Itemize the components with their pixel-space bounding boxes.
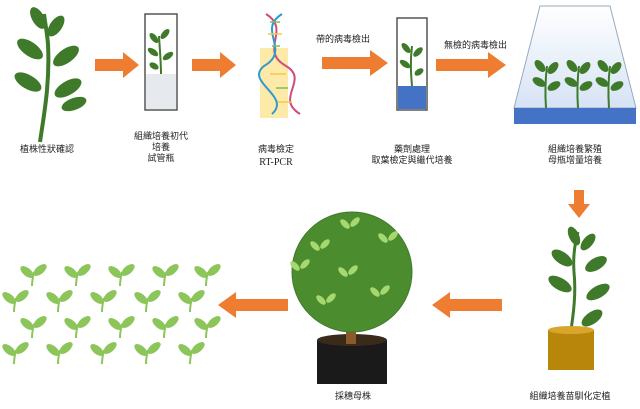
seedling-icon (46, 290, 73, 313)
arrow-right-icon (322, 50, 388, 76)
arrow-down-icon (568, 190, 590, 218)
arrow-no-virus-label: 無檢的病毒檢出 (444, 41, 508, 51)
seedling-icon (2, 290, 29, 313)
seedling-icon (108, 316, 135, 339)
seedling-icon (2, 342, 29, 365)
seedling-icon (134, 342, 161, 365)
step-multiplication-label: 組織培養繁殖 母瓶增量培養 (547, 145, 602, 166)
mother-tree-icon (290, 211, 413, 384)
seedling-icon (20, 316, 47, 339)
seedling-icon (90, 342, 117, 365)
seedling-icon (64, 264, 91, 287)
seedling-icon (20, 264, 47, 287)
test-tube-icon (144, 13, 178, 111)
potted-plantlet-icon (548, 226, 610, 370)
arrow-right-icon (95, 52, 139, 78)
seedling-icon (46, 342, 73, 365)
plant-icon (14, 7, 87, 143)
seedlings-field-icon (2, 264, 221, 365)
dna-icon (258, 13, 301, 118)
seedling-icon (108, 264, 135, 287)
step-plant-confirm-label: 植株性狀確認 (19, 145, 74, 155)
step-virus-test-method: RT-PCR (259, 157, 293, 168)
treated-tube-icon (396, 17, 428, 111)
step-mother-plant-label: 採穗母株 (334, 392, 371, 402)
arrow-right-icon (192, 52, 236, 78)
step-virus-test-label: 病毒檢定 (257, 145, 294, 155)
seedling-icon (194, 264, 221, 287)
arrow-virus-detected-label: 帶的病毒檢出 (316, 35, 371, 45)
seedling-icon (90, 290, 117, 313)
seedling-icon (134, 290, 161, 313)
seedling-icon (152, 316, 179, 339)
step-initial-culture-label: 組織培養初代 培養 試管瓶 (133, 132, 188, 164)
seedling-icon (152, 264, 179, 287)
seedling-icon (194, 316, 221, 339)
seedling-icon (178, 290, 205, 313)
arrow-right-icon (436, 52, 506, 78)
seedling-icon (178, 342, 205, 365)
arrow-left-icon (218, 292, 288, 318)
arrow-left-icon (432, 292, 502, 318)
seedling-icon (64, 316, 91, 339)
step-treatment-label: 藥劑處理 取葉檢定與繼代培養 (371, 145, 453, 166)
culture-box-icon (513, 5, 637, 124)
step-acclimatization-label: 組織培養苗馴化定植 (529, 392, 611, 402)
